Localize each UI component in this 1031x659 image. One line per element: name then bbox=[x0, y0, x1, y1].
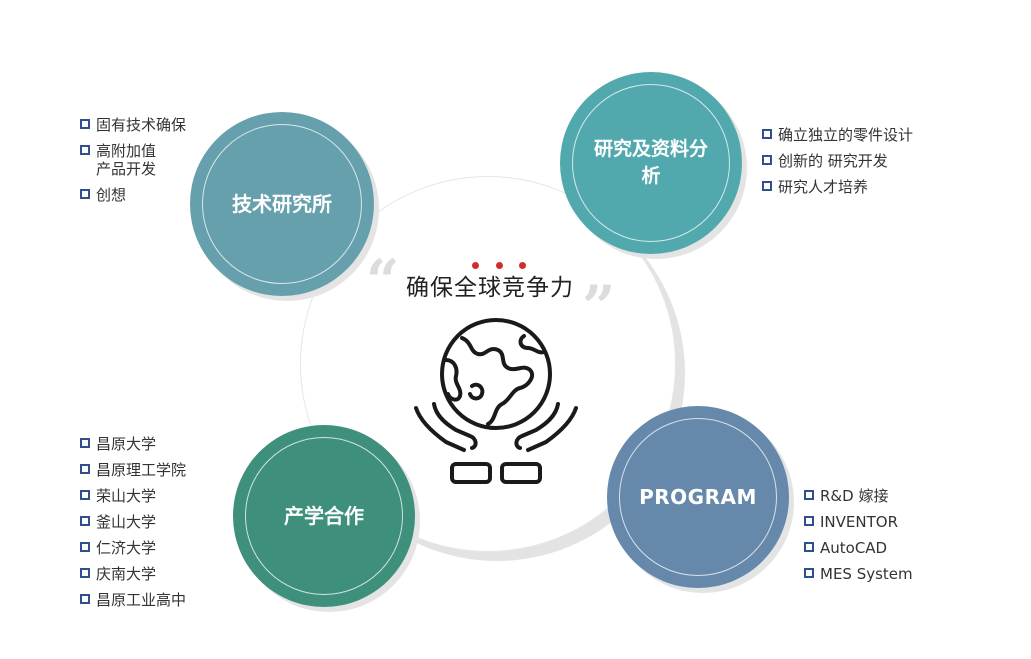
list-item: 庆南大学 bbox=[80, 565, 220, 583]
square-bullet-icon bbox=[80, 438, 90, 448]
list-item-label: 高附加值 产品开发 bbox=[96, 142, 157, 178]
list-item: 昌原工业高中 bbox=[80, 591, 220, 609]
list-item: 固有技术确保 bbox=[80, 116, 210, 134]
square-bullet-icon bbox=[80, 189, 90, 199]
node-tech-institute: 技术研究所 bbox=[190, 112, 374, 296]
red-dot-icon bbox=[519, 262, 526, 269]
red-dot-icon bbox=[472, 262, 479, 269]
node-industry-label: 产学合作 bbox=[284, 503, 364, 528]
list-item-label: 荣山大学 bbox=[96, 487, 157, 505]
program-list: R&D 嫁接 INVENTOR AutoCAD MES System bbox=[804, 487, 964, 591]
list-item-label: 庆南大学 bbox=[96, 565, 157, 583]
list-item-label: R&D 嫁接 bbox=[820, 487, 889, 505]
list-item-label: 创新的 研究开发 bbox=[778, 152, 888, 170]
list-item-label: 研究人才培养 bbox=[778, 178, 869, 196]
square-bullet-icon bbox=[804, 568, 814, 578]
list-item: INVENTOR bbox=[804, 513, 964, 531]
list-item: 确立独立的零件设计 bbox=[762, 126, 942, 144]
list-item-label: 昌原工业高中 bbox=[96, 591, 187, 609]
list-item-label: 固有技术确保 bbox=[96, 116, 187, 134]
list-item-label: 仁济大学 bbox=[96, 539, 157, 557]
list-item: 昌原理工学院 bbox=[80, 461, 220, 479]
list-item-label: AutoCAD bbox=[820, 539, 888, 557]
square-bullet-icon bbox=[762, 129, 772, 139]
square-bullet-icon bbox=[80, 119, 90, 129]
square-bullet-icon bbox=[80, 568, 90, 578]
list-item-label: 创想 bbox=[96, 186, 127, 204]
node-research-analysis: 研究及资料分析 bbox=[560, 72, 742, 254]
square-bullet-icon bbox=[80, 464, 90, 474]
list-item: MES System bbox=[804, 565, 964, 583]
square-bullet-icon bbox=[762, 155, 772, 165]
open-quote-icon: “ bbox=[366, 247, 400, 315]
node-program: PROGRAM bbox=[607, 406, 789, 588]
list-item: 创新的 研究开发 bbox=[762, 152, 942, 170]
list-item: R&D 嫁接 bbox=[804, 487, 964, 505]
list-item: 荣山大学 bbox=[80, 487, 220, 505]
node-industry-academia: 产学合作 bbox=[233, 425, 415, 607]
list-item-label: MES System bbox=[820, 565, 913, 583]
list-item: 创想 bbox=[80, 186, 210, 204]
list-item-label: 确立独立的零件设计 bbox=[778, 126, 914, 144]
node-tech-label: 技术研究所 bbox=[232, 191, 332, 216]
square-bullet-icon bbox=[80, 542, 90, 552]
list-item: 釜山大学 bbox=[80, 513, 220, 531]
center-title: 确保全球竞争力 bbox=[406, 275, 574, 301]
list-item-label: INVENTOR bbox=[820, 513, 898, 531]
list-item-label: 釜山大学 bbox=[96, 513, 157, 531]
list-item-label: 昌原大学 bbox=[96, 435, 157, 453]
list-item-label: 昌原理工学院 bbox=[96, 461, 187, 479]
square-bullet-icon bbox=[80, 145, 90, 155]
list-item: AutoCAD bbox=[804, 539, 964, 557]
red-dot-icon bbox=[496, 262, 503, 269]
list-item: 研究人才培养 bbox=[762, 178, 942, 196]
rd-list: 确立独立的零件设计 创新的 研究开发 研究人才培养 bbox=[762, 126, 942, 204]
square-bullet-icon bbox=[804, 542, 814, 552]
square-bullet-icon bbox=[80, 594, 90, 604]
list-item: 昌原大学 bbox=[80, 435, 220, 453]
square-bullet-icon bbox=[762, 181, 772, 191]
globe-in-hands-icon bbox=[414, 318, 578, 484]
square-bullet-icon bbox=[804, 516, 814, 526]
tech-list: 固有技术确保 高附加值 产品开发 创想 bbox=[80, 116, 210, 212]
square-bullet-icon bbox=[80, 490, 90, 500]
square-bullet-icon bbox=[804, 490, 814, 500]
close-quote-icon: ” bbox=[582, 273, 616, 341]
accent-dots bbox=[470, 262, 530, 270]
list-item: 高附加值 产品开发 bbox=[80, 142, 210, 178]
list-item: 仁济大学 bbox=[80, 539, 220, 557]
node-program-label: PROGRAM bbox=[639, 484, 757, 509]
industry-list: 昌原大学 昌原理工学院 荣山大学 釜山大学 仁济大学 庆南大学 昌原工业高中 bbox=[80, 435, 220, 617]
node-rd-label: 研究及资料分析 bbox=[593, 138, 708, 187]
square-bullet-icon bbox=[80, 516, 90, 526]
